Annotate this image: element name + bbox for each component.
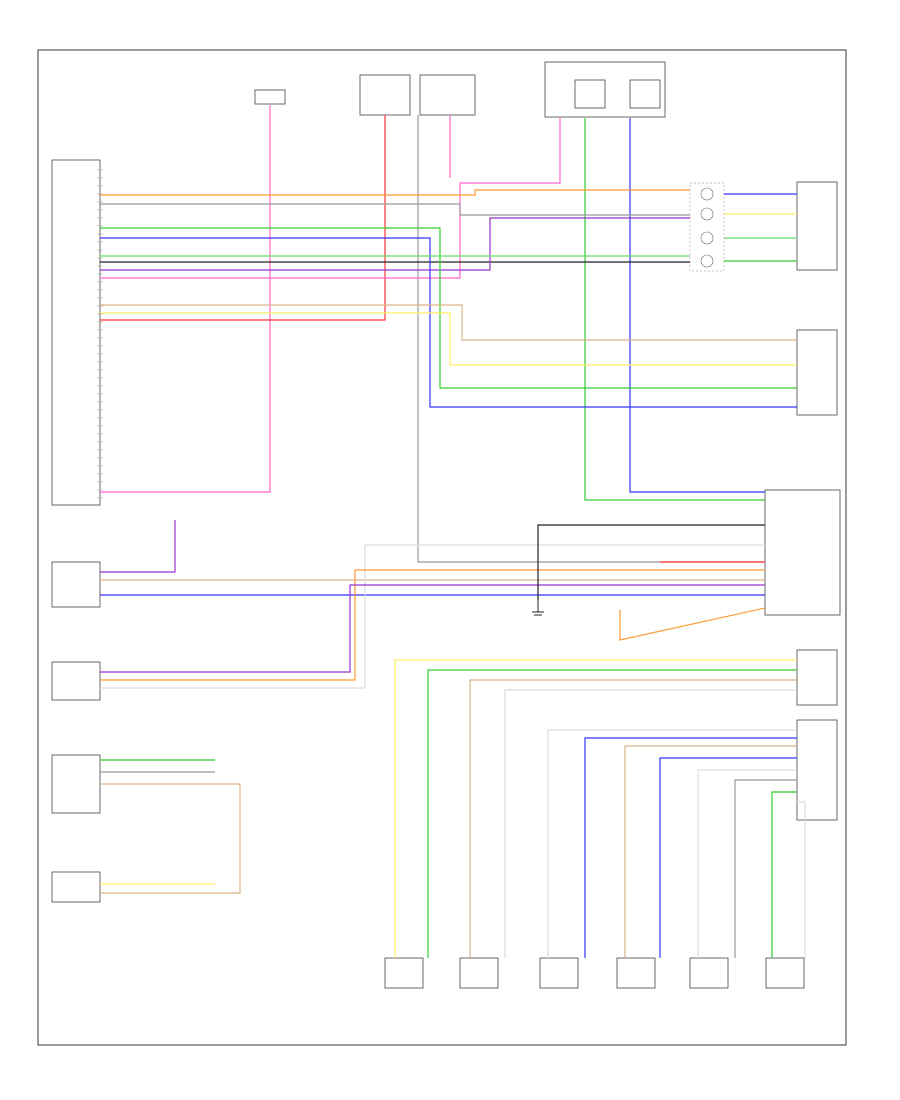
driver-clockspring-connector: [796, 181, 838, 271]
wire-cs-tan: [100, 304, 797, 341]
sensor-2-box: [459, 957, 499, 989]
wire-pd-pink: [100, 118, 561, 279]
wire-ign-pink: [100, 105, 271, 493]
ground-symbol: [532, 600, 544, 616]
wire-occ-orange-drop: [619, 607, 766, 641]
diagram-frame: [37, 49, 847, 1046]
wire-s6-white: [797, 801, 806, 958]
wires-layer: [100, 105, 806, 958]
fuse-ignition-component: [254, 89, 286, 105]
sensor-5-box: [689, 957, 729, 989]
wire-cs-orange: [100, 189, 690, 196]
sensor-6-box: [765, 957, 805, 989]
wire-s2-white: [504, 689, 797, 958]
wire-fuse-a-red: [100, 115, 386, 321]
sensor-4-box: [616, 957, 656, 989]
wire-s4-blue: [659, 757, 797, 958]
wire-s3-white: [547, 729, 797, 958]
wire-s1-yellow: [394, 659, 797, 958]
wire-pd-blue: [629, 118, 765, 493]
wire-cs-blue: [100, 237, 797, 408]
module-pins: [97, 169, 103, 499]
wire-s5-gray: [734, 779, 797, 958]
wire-cs-violet: [100, 217, 690, 271]
airbag-control-module: [51, 159, 101, 506]
right-lower-connector: [796, 649, 838, 821]
sensor-1-box: [384, 957, 424, 989]
wire-s4-tan: [624, 745, 797, 958]
wire-s5-white: [697, 769, 797, 958]
wire-cs-yellow: [100, 312, 797, 366]
wire-s6-green: [771, 791, 797, 958]
passenger-airbag-connector: [796, 329, 838, 416]
bottom-sensors: [384, 957, 805, 989]
wire-rps-violet: [100, 520, 176, 573]
clockspring-coil: [689, 182, 725, 272]
wire-occ-white: [100, 544, 765, 689]
wire-occ-violet: [100, 584, 765, 673]
fuse-block-a: [359, 74, 411, 116]
wire-cs-green: [100, 227, 797, 389]
wire-bt-tan: [100, 783, 241, 894]
wire-s2-tan: [469, 679, 797, 958]
wire-fuse-a-gray: [417, 115, 765, 563]
fuse-block-b: [419, 74, 476, 116]
wire-occ-orange: [100, 569, 765, 681]
wire-s3-blue: [584, 737, 797, 958]
occupant-classification-module: [764, 489, 841, 616]
belt-tension-component: [51, 754, 101, 814]
wire-s1-green: [427, 669, 797, 958]
wire-cs-gray1: [100, 203, 690, 216]
front-pass-belt-component: [51, 871, 101, 903]
power-distribution-component: [544, 61, 666, 118]
wire-occ-black: [537, 524, 765, 600]
front-passenger-seat-pressure-component: [51, 661, 101, 701]
rear-passenger-seat-component: [51, 561, 101, 608]
wire-pd-green: [584, 118, 765, 501]
sensor-3-box: [539, 957, 579, 989]
